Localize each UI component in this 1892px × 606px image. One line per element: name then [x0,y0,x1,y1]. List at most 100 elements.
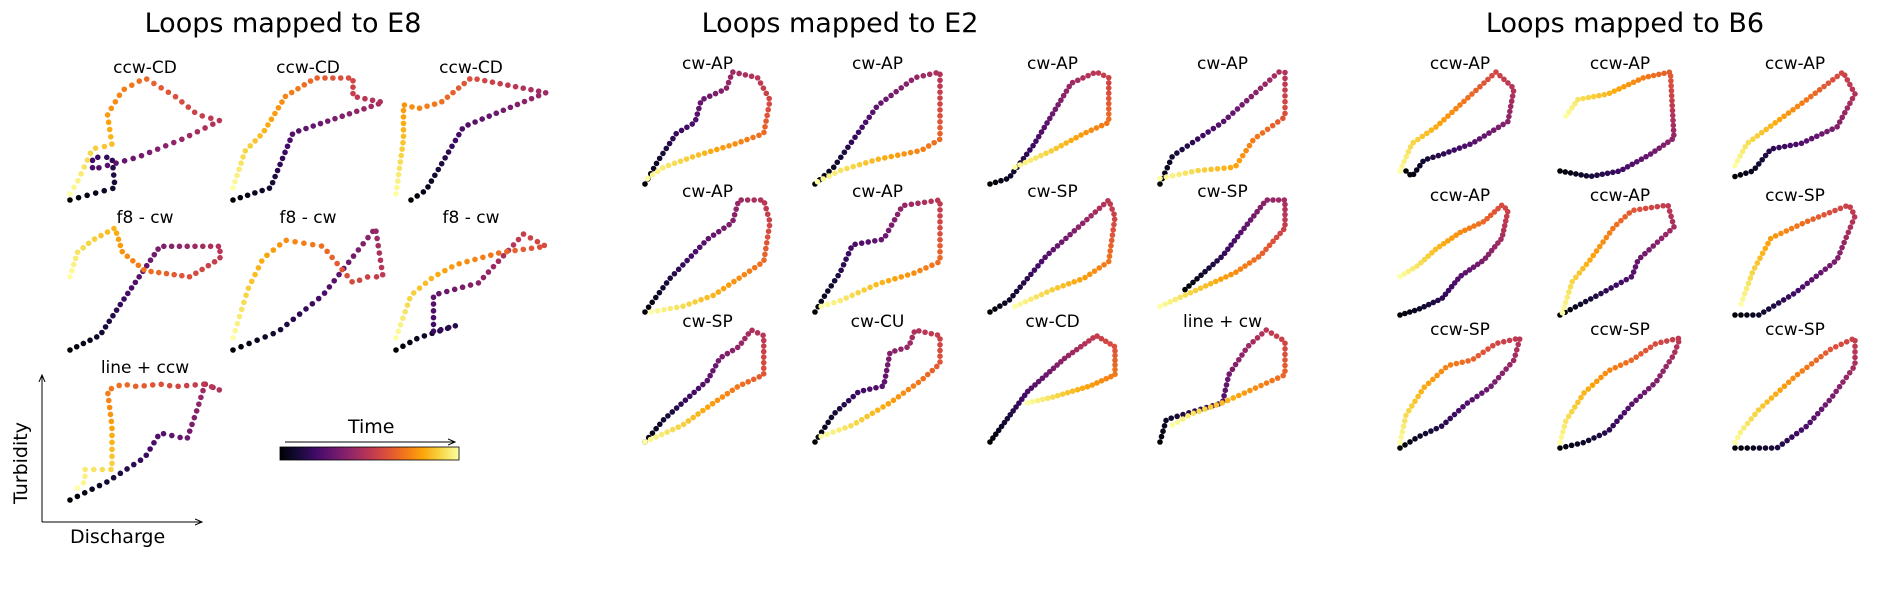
loop-point [1637,254,1644,261]
loop-point [292,238,298,245]
loop-point [1591,435,1597,441]
loop-point [1273,234,1280,241]
loop-point [1063,140,1069,146]
loop-point [75,177,81,184]
loop-point [1493,69,1499,75]
loop-point [1750,445,1757,451]
loop-point [937,113,943,119]
loop-point [1282,351,1288,358]
loop-point [1781,383,1788,390]
loop-point [109,453,115,460]
loop-point [903,81,910,87]
loop-point [130,258,136,264]
loop-point [654,168,661,175]
loop-point [1777,387,1783,393]
loop-point [78,171,84,177]
subplot-label: cw-AP [682,182,733,202]
loop-point [1282,104,1288,111]
loop-point [106,318,113,325]
loop-point [1587,296,1594,302]
loop-point [279,155,286,162]
loop-point [820,176,827,182]
loop-point [1606,90,1613,97]
loop-point [1190,410,1197,417]
loop-point [1225,114,1232,121]
loop-point [1629,401,1635,407]
loop-point [1583,173,1590,179]
loop-subplot [393,231,548,353]
loop-point [1516,336,1523,342]
panel-title: Loops mapped to B6 [1485,8,1765,39]
loop-point [400,315,406,322]
loop-point [937,341,943,348]
loop-point [246,340,252,347]
loop-subplot [1397,202,1511,318]
loop-point [1084,383,1091,390]
loop-point [1621,409,1628,416]
loop-point [102,324,109,330]
subplot-label: f8 - cw [279,208,337,228]
loop-point [1190,279,1196,286]
loop-point [109,141,115,147]
loop-point [151,251,158,258]
loop-point [1451,147,1457,153]
loop-point [1480,349,1486,356]
loop-point [1004,415,1011,422]
loop-point [1737,429,1744,436]
loop-point [428,275,435,282]
loop-point [1626,210,1633,216]
loop-point [400,127,407,133]
loop-point [695,152,702,158]
loop-point [84,192,90,199]
loop-point [1569,104,1575,111]
loop-point [1795,287,1801,294]
loop-point [998,423,1005,430]
loop-point [656,289,663,296]
loop-point [869,158,875,164]
loop-point [1620,166,1626,173]
loop-point [1280,115,1286,122]
loop-point [1461,143,1468,149]
loop-point [1488,383,1494,390]
loop-point [104,154,110,161]
loop-point [862,119,869,126]
loop-point [245,285,252,291]
loop-point [1763,126,1770,133]
loop-point [393,347,399,353]
loop-point [1666,69,1673,76]
loop-point [691,389,697,396]
loop-point [732,141,738,147]
loop-point [1402,442,1408,448]
loop-point [1573,171,1579,177]
loop-point [1229,366,1236,373]
loop-point [696,105,702,112]
loop-point [1813,133,1820,140]
loop-point [121,296,127,302]
loop-point [393,191,399,197]
loop-point [670,135,676,142]
loop-point [1161,423,1168,429]
loop-point [1617,362,1624,369]
loop-point [855,129,862,136]
loop-point [236,166,242,173]
loop-point [474,76,480,82]
loop-point [1793,141,1799,148]
loop-point [421,333,428,339]
loop-point [1160,428,1166,435]
loop-point [739,381,746,388]
loop-point [1052,106,1059,113]
loop-point [1732,445,1738,451]
loop-point [1087,271,1093,278]
loop-point [210,121,216,128]
loop-point [987,439,993,445]
loop-point [90,466,97,473]
loop-point [1071,279,1078,285]
loop-point [200,381,207,387]
loop-point [184,243,191,250]
loop-point [1263,327,1270,333]
loop-point [397,159,404,165]
loop-point [1405,148,1412,155]
loop-point [837,297,844,304]
loop-point [836,427,842,433]
loop-point [1487,212,1494,219]
